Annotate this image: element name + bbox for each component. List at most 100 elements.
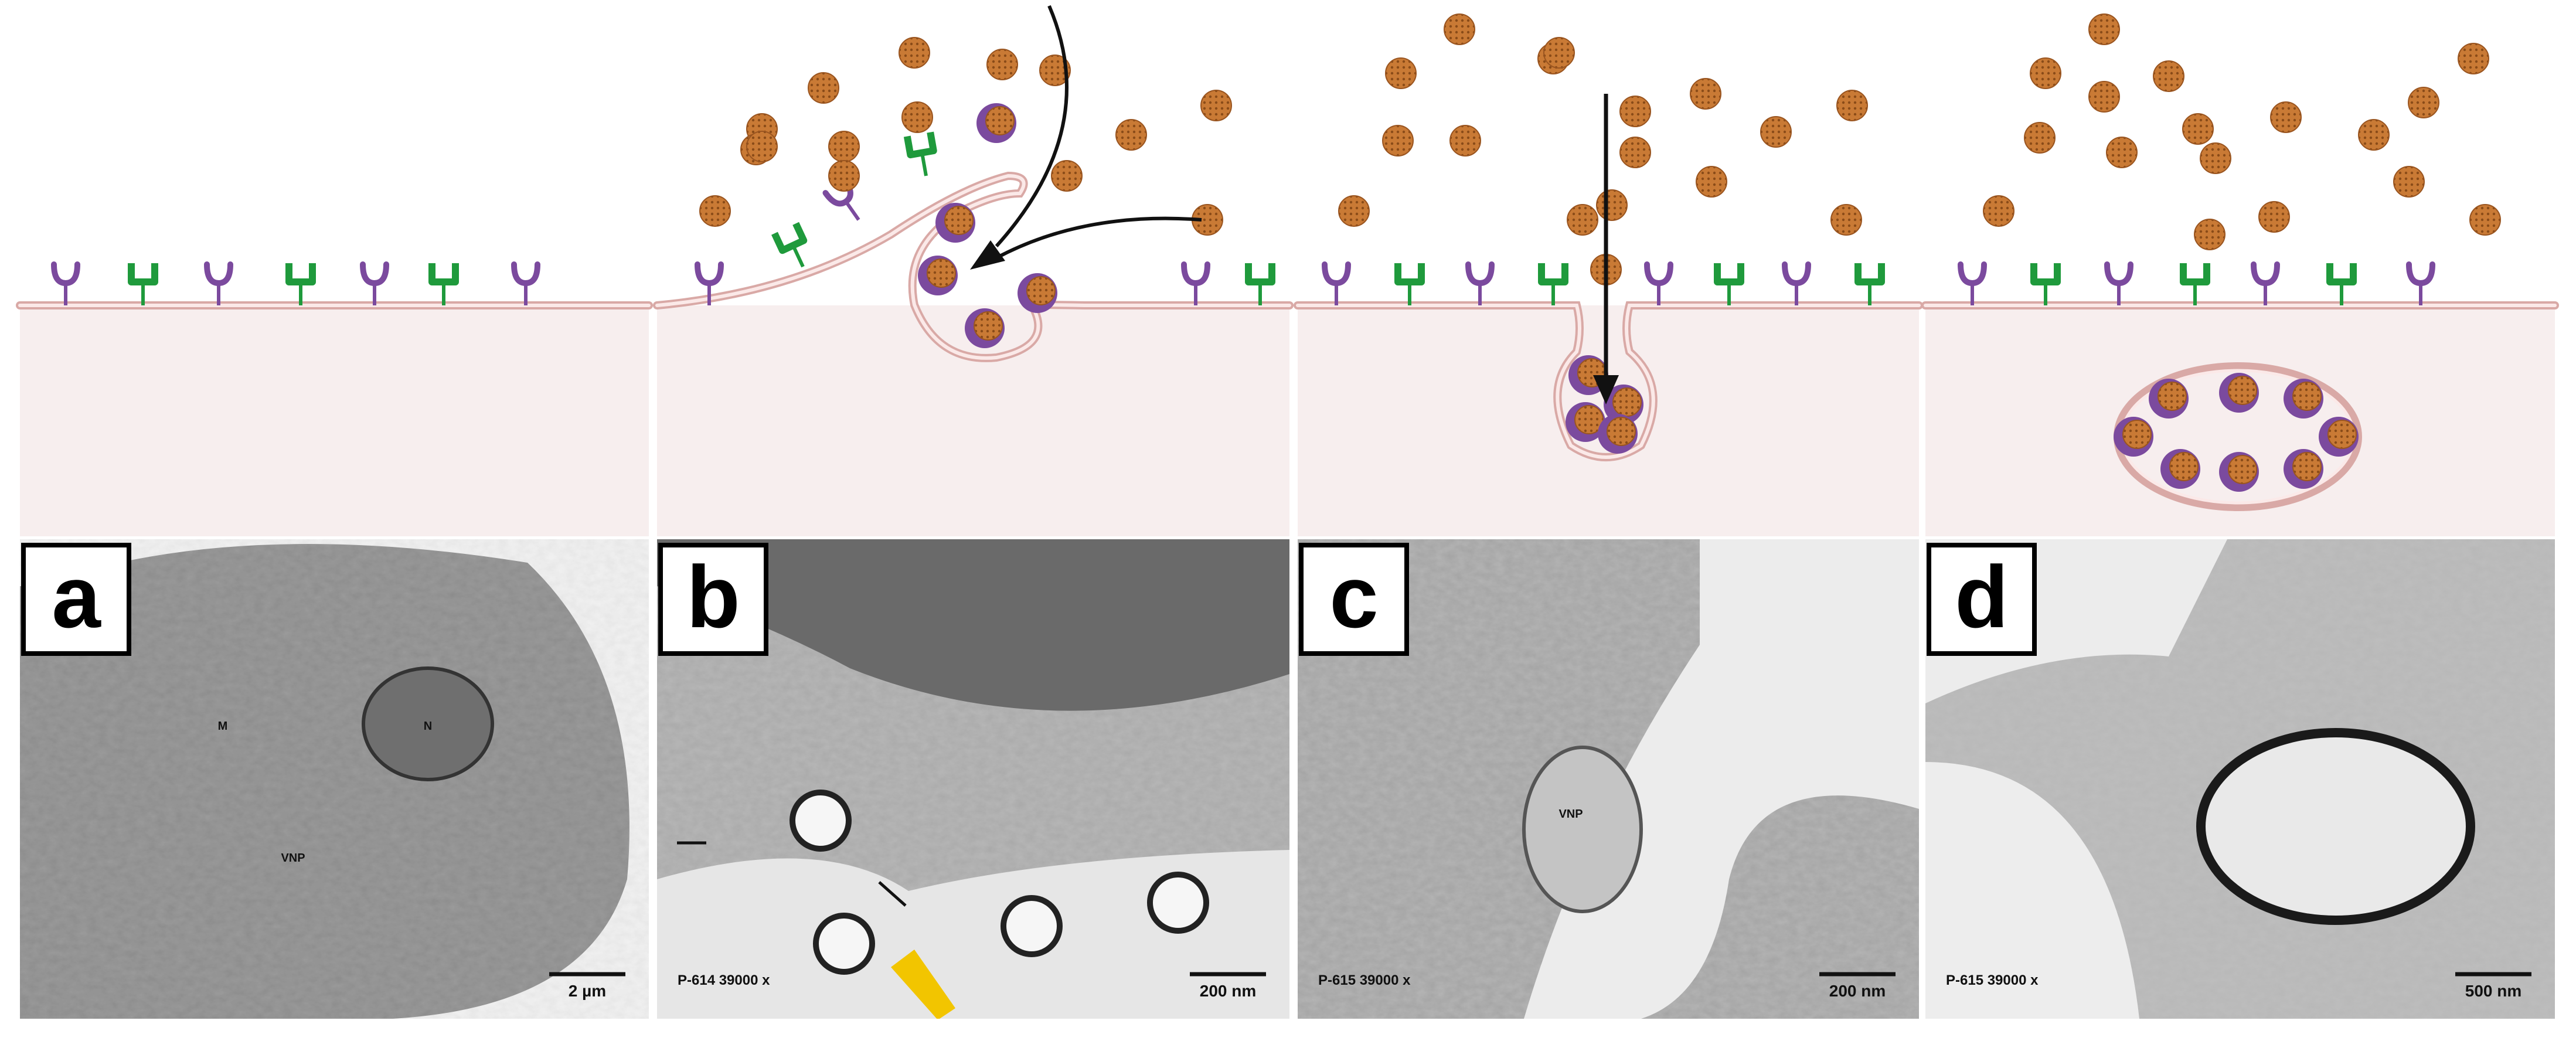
nanoparticle-icon	[1382, 125, 1414, 157]
arrowhead-icon	[970, 240, 1005, 270]
receptor-arms	[1245, 263, 1275, 285]
receptor-y-icon	[204, 261, 233, 305]
nanoparticle-icon	[2169, 452, 2199, 481]
nanoparticle-icon	[986, 49, 1018, 80]
receptor-arms	[2326, 263, 2357, 285]
receptor-u-icon	[1538, 263, 1568, 305]
micrograph-b: P-614 39000 x 200 nm	[657, 539, 1289, 1019]
nanoparticle-icon	[2458, 43, 2489, 74]
extracellular	[657, 850, 1289, 1019]
micrograph-code: P-615 39000 x	[1946, 972, 2039, 988]
receptor-y-icon	[360, 261, 389, 305]
nanoparticle-icon	[2327, 420, 2357, 449]
nanoparticle-icon	[985, 106, 1015, 135]
panel-label-box	[658, 543, 768, 656]
nanoparticle-icon	[2469, 204, 2501, 236]
receptor-y-icon	[2104, 261, 2133, 305]
nanoparticle-icon	[746, 131, 778, 162]
scale-bar-label: 200 nm	[1200, 982, 1257, 1000]
receptor-y-icon	[695, 261, 724, 305]
receptor-u-icon	[285, 263, 316, 305]
receptor-arms	[1322, 261, 1351, 287]
nanoparticle-icon	[1690, 78, 1721, 110]
receptor-u-icon	[428, 263, 459, 305]
micrograph-code: P-614 39000 x	[678, 972, 770, 988]
receptor-arms	[1181, 261, 1210, 287]
yellow-arrow-icon	[891, 950, 955, 1019]
vesicle	[813, 913, 875, 975]
receptor-arms	[1958, 261, 1987, 287]
receptor-arms	[285, 263, 316, 285]
nanoparticle-icon	[808, 72, 839, 104]
nanoparticle-icon	[944, 206, 974, 235]
receptor-arms	[128, 263, 158, 285]
nanoparticle-icon	[901, 101, 933, 133]
receptor-arms	[428, 263, 459, 285]
scale-bar-label: 200 nm	[1829, 982, 1886, 1000]
nanoparticle-icon	[1051, 160, 1083, 192]
nanoparticle-icon	[1026, 276, 1056, 305]
nanoparticle-icon	[1444, 13, 1475, 45]
nanoparticle-icon	[1696, 166, 1727, 198]
nanoparticle-icon	[1619, 137, 1651, 168]
nanoparticle-icon	[2153, 60, 2184, 92]
nanoparticle-icon	[1385, 57, 1417, 89]
receptor-arms	[771, 222, 808, 254]
nanoparticle-icon	[2122, 420, 2152, 449]
nanoparticle-icon	[1607, 417, 1636, 446]
receptor-u-icon	[2326, 263, 2357, 305]
receptor-stem	[844, 200, 860, 221]
micrograph-annotation: M	[218, 720, 228, 733]
nanoparticle-icon	[1115, 119, 1147, 151]
receptor-arms	[1644, 261, 1673, 287]
receptor-y-icon	[1958, 261, 1987, 305]
receptor-y-icon	[51, 261, 80, 305]
receptor-y-icon	[1644, 261, 1673, 305]
panel-label: a	[52, 547, 101, 646]
receptor-y-icon	[1782, 261, 1811, 305]
panel-label: c	[1329, 547, 1378, 646]
receptor-arms	[360, 261, 389, 287]
nucleus	[362, 666, 494, 781]
nanoparticle-icon	[927, 258, 956, 288]
receptor-arms	[1465, 261, 1495, 287]
nanoparticle-icon	[2258, 201, 2290, 233]
nanoparticle-icon	[2088, 13, 2120, 45]
schematic-row	[16, 5, 2559, 536]
nanoparticle-icon	[974, 311, 1003, 341]
nanoparticle-icon	[2200, 142, 2231, 174]
panel-label-box	[1927, 543, 2037, 656]
receptor-arms	[695, 261, 724, 287]
receptor-u-icon	[771, 222, 808, 268]
receptor-y-icon	[1181, 261, 1210, 305]
receptor-u-icon	[1854, 263, 1885, 305]
receptor-stem	[792, 246, 805, 268]
nanoparticle-icon	[2270, 101, 2302, 133]
receptor-arms	[1538, 263, 1568, 285]
nanoparticle-icon	[1612, 387, 1642, 417]
nanoparticle-icon	[1543, 37, 1575, 69]
micrograph-annotation: N	[424, 720, 432, 733]
nanoparticle-icon	[1619, 96, 1651, 127]
arrowhead-icon	[1593, 375, 1619, 404]
receptor-arms	[1714, 263, 1744, 285]
receptor-arms	[2104, 261, 2133, 287]
nanoparticle-icon	[1574, 405, 1604, 434]
nanoparticle-icon	[899, 37, 930, 69]
nucleus-region	[657, 539, 1289, 711]
receptor-u-icon	[903, 131, 937, 176]
nanoparticle-icon	[2088, 81, 2120, 113]
nanoparticle-icon	[2228, 455, 2257, 484]
receptor-y-icon	[2251, 261, 2280, 305]
nanoparticle-icon	[1338, 195, 1370, 227]
scale-bar-label: 2 µm	[569, 982, 606, 1000]
nanoparticle-icon	[2194, 219, 2225, 250]
scale-bar-label: 500 nm	[2465, 982, 2522, 1000]
micrograph-code: P-615 39000 x	[1318, 972, 1411, 988]
receptor-u-icon	[128, 263, 158, 305]
nanoparticle-icon	[1200, 90, 1232, 121]
nanoparticle-icon	[828, 131, 860, 162]
nanoparticle-icon	[2024, 122, 2056, 154]
receptor-u-icon	[2180, 263, 2210, 305]
